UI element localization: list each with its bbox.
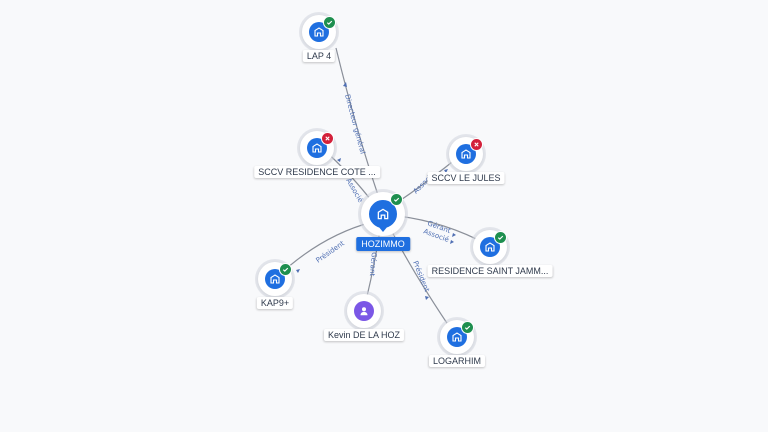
arrow-jamm-2 (450, 240, 454, 244)
active-check-icon (279, 263, 292, 276)
edge-arrows (296, 82, 456, 300)
edge-lap4 (335, 47, 380, 199)
building-icon (366, 197, 400, 231)
node-label[interactable]: LAP 4 (302, 50, 336, 62)
edge-label-cote: Associé (344, 177, 364, 204)
arrow-cote (337, 158, 341, 162)
closed-x-icon (470, 138, 483, 151)
closed-x-icon (321, 132, 334, 145)
active-check-icon (461, 321, 474, 334)
node-label[interactable]: KAP9+ (256, 297, 294, 309)
active-check-icon (494, 231, 507, 244)
person-icon (354, 301, 374, 321)
map-pin-pointer (378, 226, 388, 232)
arrow-lap4 (343, 82, 347, 87)
arrow-logar (425, 296, 429, 300)
arrow-kap9 (296, 269, 300, 273)
edge-label-lap4: Directeur général (343, 93, 367, 154)
edge-label-kevin: Gérant (368, 252, 378, 277)
node-label[interactable]: Kevin DE LA HOZ (323, 329, 405, 341)
node-label[interactable]: SCCV RESIDENCE COTE ... (254, 166, 380, 178)
arrow-jamm-1 (452, 233, 456, 237)
active-check-icon (390, 193, 403, 206)
node-label[interactable]: RESIDENCE SAINT JAMM... (427, 265, 553, 277)
active-check-icon (323, 16, 336, 29)
edge-label-kap9: Président (315, 239, 347, 264)
node-label[interactable]: SCCV LE JULES (427, 172, 505, 184)
node-label[interactable]: LOGARHIM (428, 355, 486, 367)
arrow-jules (444, 169, 448, 173)
center-node-label[interactable]: HOZIMMO (356, 237, 410, 251)
